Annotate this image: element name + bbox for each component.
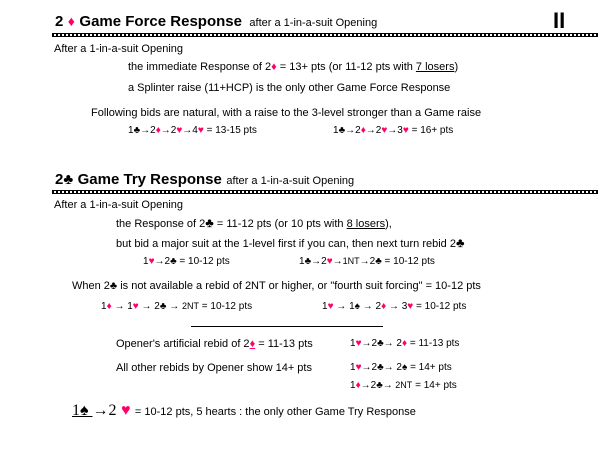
bid-sequence: 1♥ → 1♠ → 2♦ → 3♥ xyxy=(322,301,414,312)
heart-icon: ♥ xyxy=(120,402,131,419)
section2-seq2: 1♣→2♥→1NT→2♣ = 10-12 pts xyxy=(299,256,435,267)
seq-result: = 16+ pts xyxy=(408,125,454,136)
seq-result: = 11-13 pts xyxy=(409,338,460,349)
section1-line1: the immediate Response of 2♦ = 13+ pts (… xyxy=(128,61,458,73)
seq-result: = 14+ pts xyxy=(410,362,452,373)
final-b: 2 xyxy=(108,402,117,419)
suit-icon: ♥ xyxy=(197,125,204,136)
s2-line2-a: but bid a major suit at the 1-level firs… xyxy=(116,238,456,250)
suit-icon: ♥ xyxy=(381,125,388,136)
bid-level: 1 xyxy=(333,125,339,136)
seq-result: = 10-12 pts xyxy=(416,301,467,312)
final-bid-1: 1♠ xyxy=(72,402,93,419)
section2-line1: the Response of 2♣ = 11-12 pts (or 10 pt… xyxy=(116,215,392,230)
section2-title-num: 2 xyxy=(55,171,64,188)
bid-level: 2 xyxy=(150,125,156,136)
seq-result: = 10-12 pts xyxy=(179,256,230,267)
section2-seq4: 1♥ → 1♠ → 2♦ → 3♥ = 10-12 pts xyxy=(322,301,466,312)
seq-result: = 13-15 pts xyxy=(203,125,257,136)
seq-result: = 14+ pts xyxy=(415,380,457,391)
final-text: = 10-12 pts, 5 hearts : the only other G… xyxy=(134,406,416,418)
diamond-icon: ♦ xyxy=(67,13,75,29)
link-8-losers[interactable]: 8 losers xyxy=(346,218,386,230)
section2-final: 1♠ →2 ♥ = 10-12 pts, 5 hearts : the only… xyxy=(72,402,416,420)
arrow-icon: → xyxy=(365,125,376,136)
diamond-icon: ♦ xyxy=(271,61,277,73)
bid-sequence: 1♥→2♣→ 2♠ xyxy=(350,362,408,373)
section2-divider xyxy=(52,190,598,194)
suit-icon: ♣ xyxy=(133,125,141,136)
suit-icon: ♣ xyxy=(338,125,346,136)
seq-result: = 10-12 pts xyxy=(384,256,435,267)
bid-sequence: 1♣→2♦→2♥→4♥ xyxy=(128,125,204,136)
suit-icon: ♦ xyxy=(360,125,366,136)
bid-sequence: 1♣→2♦→2♥→3♥ xyxy=(333,125,409,136)
bid-sequence: 1♥→2♣→ 2♦ xyxy=(350,338,408,349)
section1-divider xyxy=(52,33,598,37)
section1-intro: After a 1-in-a-suit Opening xyxy=(54,43,184,55)
bid-level: 2 xyxy=(355,125,361,136)
section2-intro: After a 1-in-a-suit Opening xyxy=(54,199,184,211)
seq-result: = 10-12 pts xyxy=(201,301,253,312)
spade-icon: ♠ xyxy=(80,402,89,419)
s2-when-a: When 2 xyxy=(72,280,110,292)
section1-line3: Following bids are natural, with a raise… xyxy=(91,107,482,119)
section2-seq1: 1♥→2♣ = 10-12 pts xyxy=(143,256,230,267)
separator-line xyxy=(191,326,383,327)
bid-level: 3 xyxy=(397,125,403,136)
section2-title-text: Game Try Response xyxy=(77,171,222,188)
section2-line2: but bid a major suit at the 1-level firs… xyxy=(116,235,465,250)
section1-title: 2 ♦ Game Force Response after a 1-in-a-s… xyxy=(55,13,377,31)
s1-line1-a: the immediate Response of 2 xyxy=(128,61,272,73)
suit-icon: ♥ xyxy=(176,125,183,136)
link-7-losers[interactable]: 7 losers xyxy=(415,61,455,73)
s2-line1-c: ), xyxy=(385,218,392,230)
section2-seq7: 1♦→2♣→ 2NT = 14+ pts xyxy=(350,380,457,391)
club-icon: ♣ xyxy=(63,171,74,188)
section2-seq3: 1♦ → 1♥ → 2♣ → 2NT = 10-12 pts xyxy=(101,301,252,312)
page-number: II xyxy=(553,8,566,33)
final-a: 1 xyxy=(72,402,80,419)
arrow-icon: → xyxy=(345,125,356,136)
bid-sequence: 1♦ → 1♥ → 2♣ → 2NT xyxy=(101,301,199,312)
arrow-icon: → xyxy=(92,402,109,419)
arrow-icon: → xyxy=(387,125,398,136)
section2-when: When 2♣ is not available a rebid of 2NT … xyxy=(72,280,481,292)
s2-when-b: is not available a rebid of 2NT or highe… xyxy=(117,280,481,292)
club-icon: ♣ xyxy=(109,280,118,292)
section1-seq2: 1♣→2♦→2♥→3♥ = 16+ pts xyxy=(333,125,453,136)
diamond-icon: ♦ xyxy=(249,338,256,350)
bid-sequence: 1♣→2♥→1NT→2♣ xyxy=(299,256,382,267)
bid-level: 2 xyxy=(375,125,382,136)
suit-icon: ♥ xyxy=(402,125,409,136)
club-icon: ♣ xyxy=(455,235,465,250)
section2-seq6: 1♥→2♣→ 2♠ = 14+ pts xyxy=(350,362,452,373)
bid-sequence: 1♦→2♣→ 2NT xyxy=(350,380,413,391)
bid-level: 2 xyxy=(170,125,177,136)
club-icon: ♣ xyxy=(205,215,214,230)
s2-line1-a: the Response of 2 xyxy=(116,218,206,230)
section2-opener: Opener's artificial rebid of 2♦ = 11-13 … xyxy=(116,338,313,350)
section2-title: 2♣ Game Try Response after a 1-in-a-suit… xyxy=(55,171,354,189)
s2-opener-b: = 11-13 pts xyxy=(255,338,313,350)
section1-title-num: 2 xyxy=(55,13,64,30)
section1-line2: a Splinter raise (11+HCP) is the only ot… xyxy=(128,82,451,94)
s2-line1-b: = 11-12 pts (or 10 pts with xyxy=(213,218,347,230)
section2-seq5: 1♥→2♣→ 2♦ = 11-13 pts xyxy=(350,338,459,349)
bid-level: 1 xyxy=(128,125,134,136)
suit-icon: ♦ xyxy=(155,125,161,136)
arrow-icon: → xyxy=(182,125,193,136)
bid-level: 4 xyxy=(192,125,198,136)
arrow-icon: → xyxy=(140,125,151,136)
section1-subtitle: after a 1-in-a-suit Opening xyxy=(249,17,378,29)
arrow-icon: → xyxy=(160,125,171,136)
bid-sequence: 1♥→2♣ xyxy=(143,256,177,267)
section2-subtitle: after a 1-in-a-suit Opening xyxy=(226,175,355,187)
s1-line1-c: ) xyxy=(454,61,459,73)
section1-title-text: Game Force Response xyxy=(79,13,242,30)
section2-others: All other rebids by Opener show 14+ pts xyxy=(116,362,312,374)
section1-seq1: 1♣→2♦→2♥→4♥ = 13-15 pts xyxy=(128,125,257,136)
s2-opener-a: Opener's artificial rebid of 2 xyxy=(116,338,250,350)
s1-line1-b: = 13+ pts (or 11-12 pts with xyxy=(276,61,416,73)
